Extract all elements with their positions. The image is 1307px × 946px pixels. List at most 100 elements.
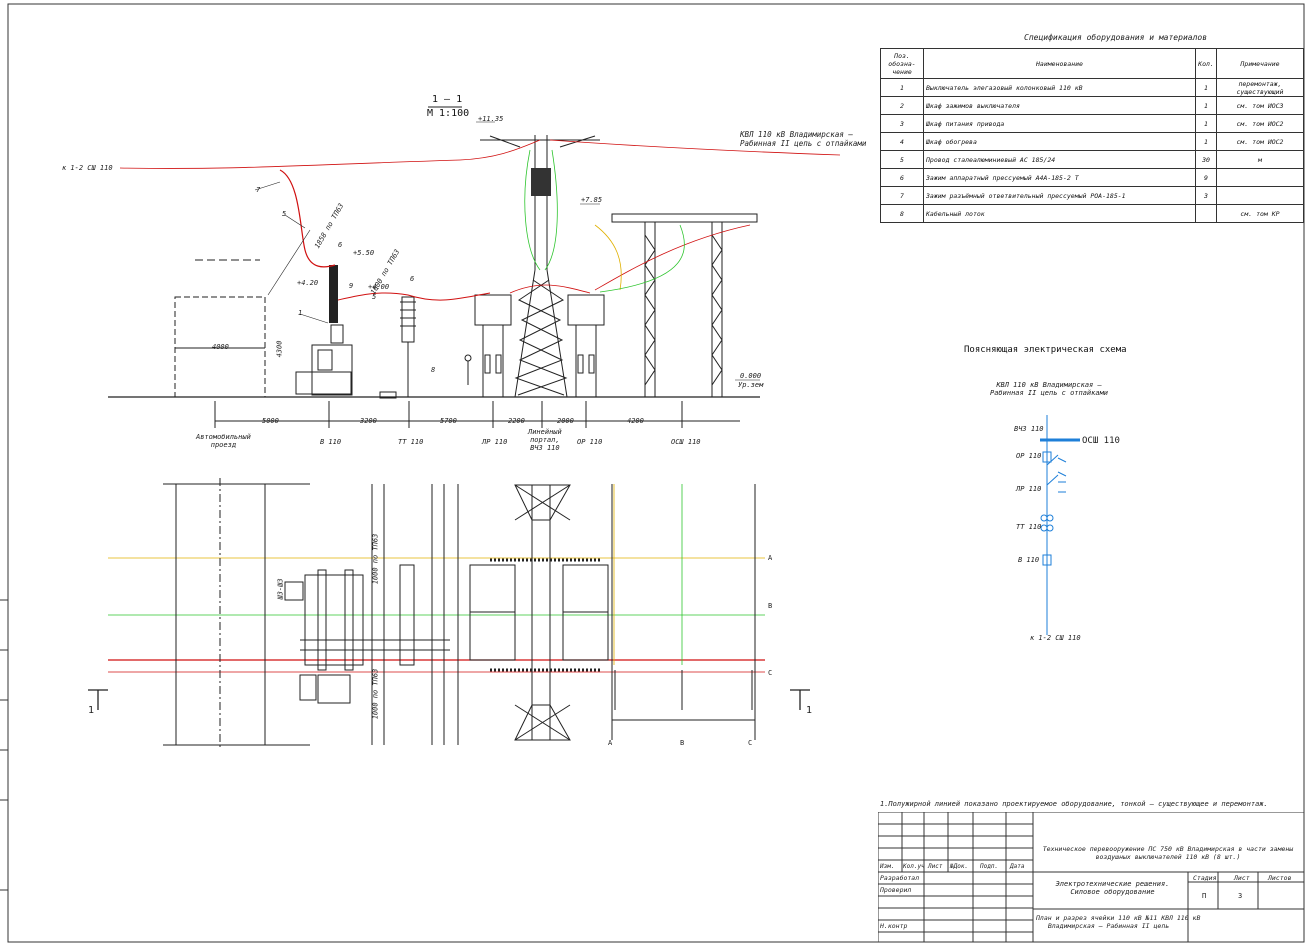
eq-portal: Линейный портал, ВЧЗ 110 (528, 428, 562, 452)
title-block-frame (878, 812, 1304, 942)
elev-1135: +11.35 (478, 115, 504, 123)
spec-cell-qty: 30 (1195, 150, 1217, 169)
item-6b: 6 (410, 275, 415, 283)
elev-550: +5.50 (353, 249, 375, 257)
scheme-b: В 110 (1018, 556, 1040, 564)
scheme-lr: ЛР 110 (1016, 485, 1042, 493)
elev-785: +7.85 (581, 196, 603, 204)
stamp-col-podp: Подп. (980, 863, 999, 870)
spec-header-row: Поз. обозна- чение Наименование Кол. При… (880, 48, 1304, 79)
item-5a: 5 (282, 210, 287, 218)
elev-400: +4.00 (368, 283, 390, 291)
feeder-label: к 1-2 СШ 110 (62, 164, 113, 172)
spec-title: Спецификация оборудования и материалов (1024, 33, 1208, 42)
spec-cell-qty: 1 (1195, 96, 1217, 115)
dim-4000: 4000 (212, 343, 229, 351)
section-mark-left: 1 (88, 705, 95, 716)
spec-cell-name: Кабельный лоток (923, 204, 1196, 223)
dim-5700: 5700 (440, 417, 457, 425)
spec-cell-pos: 5 (880, 150, 924, 169)
scheme-diagram (1040, 415, 1080, 635)
spec-cell-name: Выключатель элегазовый колонковый 110 кВ (923, 78, 1196, 97)
item-1: 1 (298, 309, 303, 317)
plan-phase-c2: C (748, 739, 753, 747)
stamp-col-izm: Изм. (880, 863, 895, 870)
line-label: КВЛ 110 кВ Владимирская – Рабинная II це… (740, 130, 867, 148)
spec-cell-note: см. том ИОС2 (1216, 114, 1304, 133)
item-9: 9 (349, 282, 354, 290)
dim-2000: 2000 (557, 417, 574, 425)
spec-cell-pos: 8 (880, 204, 924, 223)
spec-cell-pos: 6 (880, 168, 924, 187)
stamp-project: Техническое перевооружение ПС 750 кВ Вла… (1042, 845, 1294, 861)
scheme-line-label: КВЛ 110 кВ Владимирская – Рабинная II це… (990, 381, 1109, 397)
plan-dim-2: 1000 по ТП63 (371, 668, 380, 720)
spec-cell-note: см. том ИОС3 (1216, 96, 1304, 115)
item-6a: 6 (338, 241, 343, 249)
eq-tt110: ТТ 110 (398, 438, 424, 446)
spec-cell-pos: 3 (880, 114, 924, 133)
eq-b110: В 110 (320, 438, 342, 446)
elev-000: 0.000 (740, 372, 762, 380)
dim-4200: 4200 (627, 417, 644, 425)
section-view (108, 106, 841, 428)
spec-cell-note: см. том КР (1216, 204, 1304, 223)
plan-phase-c: C (768, 669, 773, 677)
stamp-col-koluch: Кол.уч (903, 863, 925, 870)
elev-420: +4.20 (297, 279, 319, 287)
spec-cell-qty (1195, 204, 1217, 223)
stamp-role-developer: Разработал (880, 874, 920, 882)
spec-cell-name: Шкаф зажимов выключателя (923, 96, 1196, 115)
dim-5000: 5000 (262, 417, 279, 425)
stamp-col-doc: №Док. (950, 863, 969, 870)
spec-cell-note: перемонтаж, существующий (1216, 78, 1304, 97)
spec-cell-note (1216, 168, 1304, 187)
spec-cell-name: Шкаф питания привода (923, 114, 1196, 133)
section-title: 1 – 1 (432, 94, 463, 105)
scheme-or: ОР 110 (1016, 452, 1042, 460)
stamp-section: Электротехнические решения. Силовое обор… (1055, 880, 1170, 896)
spec-table: Поз. обозна- чение Наименование Кол. При… (880, 48, 1304, 223)
spec-header-qty: Кол. (1195, 48, 1217, 79)
plan-view (88, 478, 810, 750)
spec-header-pos: Поз. обозна- чение (880, 48, 924, 79)
spec-cell-qty: 3 (1195, 186, 1217, 205)
spec-header-name: Наименование (923, 48, 1196, 79)
spec-cell-pos: 7 (880, 186, 924, 205)
item-5b: 5 (372, 293, 377, 301)
spec-cell-pos: 1 (880, 78, 924, 97)
plan-phase-b2: B (680, 739, 685, 747)
spec-cell-name: Шкаф обогрева (923, 132, 1196, 151)
plan-dim-1: 1000 по ТП63 (371, 533, 380, 585)
stamp-col-list: Лист (928, 863, 943, 870)
scheme-bus: к 1-2 СШ 110 (1030, 634, 1081, 642)
dim-2200: 2200 (508, 417, 525, 425)
spec-header-note: Примечание (1216, 48, 1304, 79)
drawing-note: 1.Полужирной линией показано проектируем… (880, 800, 1268, 808)
scheme-title: Поясняющая электрическая схема (964, 345, 1127, 355)
plan-phase-a: A (768, 554, 773, 562)
dim-3200: 3200 (360, 417, 377, 425)
section-scale: М 1:100 (427, 108, 470, 119)
spec-cell-note: см. том ИОС2 (1216, 132, 1304, 151)
section-mark-right: 1 (806, 705, 813, 716)
eq-or110: ОР 110 (577, 438, 603, 446)
dim-4300: 4300 (275, 340, 284, 358)
spec-cell-qty: 9 (1195, 168, 1217, 187)
stamp-stage: П (1202, 892, 1207, 900)
eq-road: Автомобильный проезд (196, 433, 251, 449)
eq-osh110: ОСШ 110 (671, 438, 701, 446)
eq-lr110: ЛР 110 (482, 438, 508, 446)
plan-phase-b: B (768, 602, 773, 610)
spec-cell-pos: 2 (880, 96, 924, 115)
stamp-role-nkontr: Н.контр (880, 922, 908, 930)
